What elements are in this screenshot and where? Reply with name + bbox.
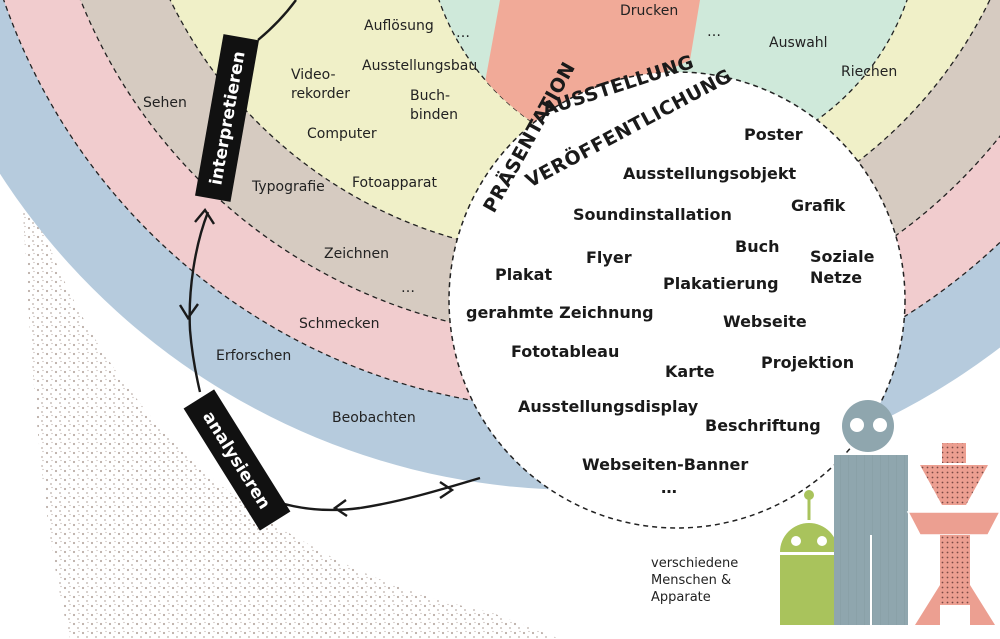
item-beschriftung: Beschriftung	[705, 416, 821, 435]
label-mint-ellipsis: …	[456, 25, 470, 41]
label-zeichnen: Zeichnen	[324, 246, 389, 262]
item-ausstellungsobjekt: Ausstellungsobjekt	[623, 164, 796, 183]
label-fotoapparat: Fotoapparat	[352, 175, 437, 191]
item-grafik: Grafik	[791, 196, 846, 215]
item-plakat: Plakat	[495, 265, 552, 284]
item-projektion: Projektion	[761, 353, 854, 372]
item-webseite: Webseite	[723, 312, 807, 331]
item-flyer: Flyer	[586, 248, 632, 267]
item-buch: Buch	[735, 237, 779, 256]
robot-salmon-figure	[906, 443, 1000, 625]
label-yellow-ellipsis: …	[707, 24, 721, 40]
label-buchbinden-2: binden	[410, 107, 458, 123]
label-auswahl: Auswahl	[769, 35, 828, 51]
figures-caption-3: Apparate	[651, 590, 711, 605]
item-output-ellipsis: …	[661, 478, 677, 497]
label-typografie: Typografie	[251, 179, 325, 195]
texture-shadow	[20, 150, 560, 639]
label-riechen: Riechen	[841, 64, 897, 80]
item-fototableau: Fototableau	[511, 342, 619, 361]
figures-caption-1: verschiedene	[651, 556, 738, 571]
robot-green-figure	[780, 490, 838, 625]
item-ausstellungsdisplay: Ausstellungsdisplay	[518, 397, 699, 416]
item-karte: Karte	[665, 362, 715, 381]
item-gerahmte-zeichnung: gerahmte Zeichnung	[466, 303, 654, 322]
human-grey-figure	[834, 400, 908, 625]
label-computer: Computer	[307, 126, 377, 142]
figures-caption-2: Menschen &	[651, 573, 731, 588]
label-ausstellungsbau: Ausstellungsbau	[362, 58, 477, 74]
label-schmecken: Schmecken	[299, 316, 380, 332]
label-buchbinden-1: Buch-	[410, 88, 450, 104]
label-videorekorder-1: Video-	[291, 67, 336, 83]
label-erforschen: Erforschen	[216, 348, 291, 364]
label-taupe-ellipsis: …	[401, 280, 415, 296]
label-drucken: Drucken	[620, 3, 678, 19]
item-plakatierung: Plakatierung	[663, 274, 779, 293]
output-circle	[448, 71, 906, 529]
item-soundinstallation: Soundinstallation	[573, 205, 732, 224]
item-poster: Poster	[744, 125, 803, 144]
label-sehen: Sehen	[143, 95, 187, 111]
label-videorekorder-2: rekorder	[291, 86, 350, 102]
label-aufloesung: Auflösung	[364, 18, 434, 34]
item-soziale: Soziale	[810, 247, 875, 266]
item-netze: Netze	[810, 268, 862, 287]
label-beobachten: Beobachten	[332, 410, 416, 426]
item-webseiten-banner: Webseiten-Banner	[582, 455, 748, 474]
